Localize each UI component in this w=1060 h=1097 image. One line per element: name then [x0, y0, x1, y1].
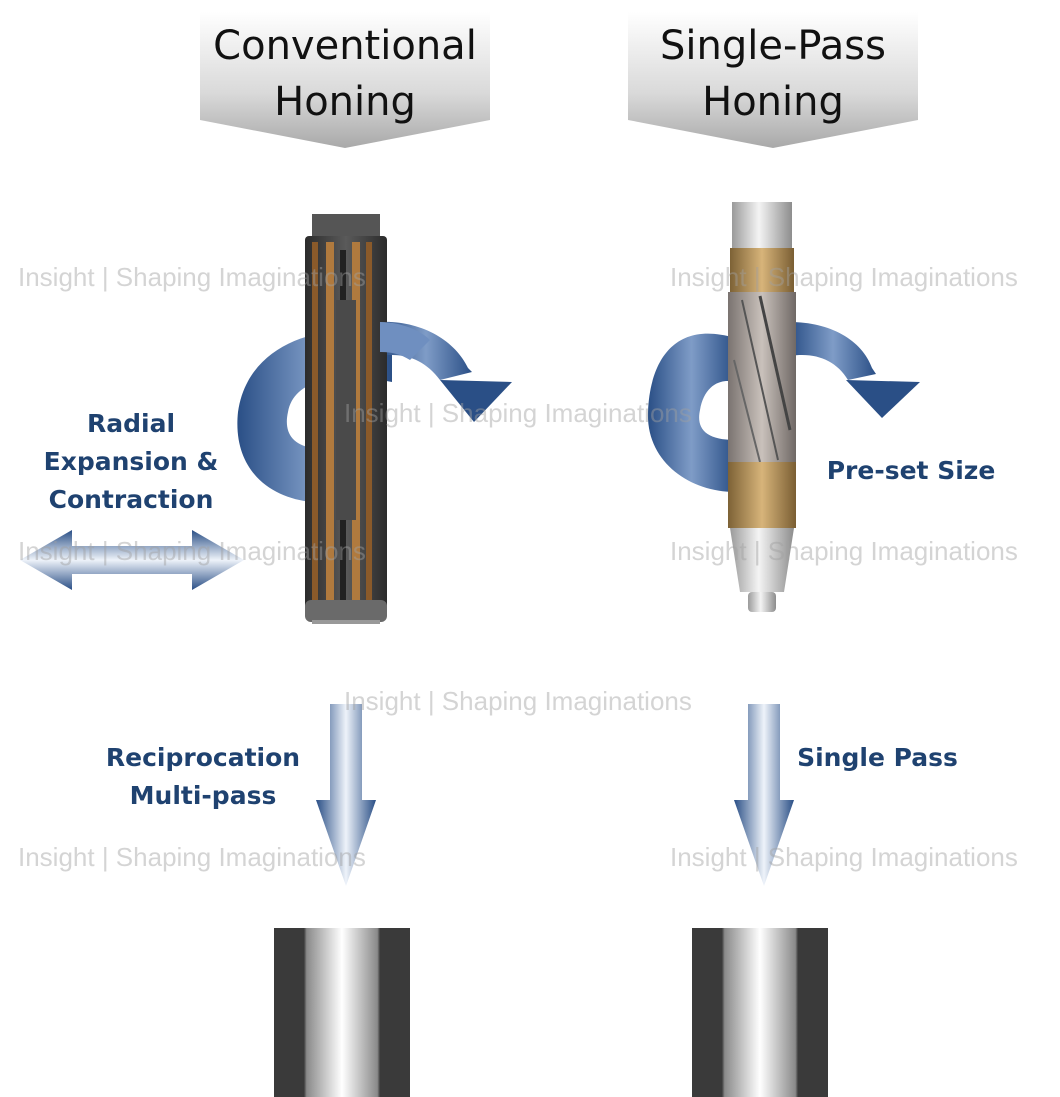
- bore-left: [274, 928, 410, 1097]
- reciprocation-down-arrow: [316, 704, 376, 886]
- single-pass-down-arrow: [734, 704, 794, 886]
- reciprocation-line2: Multi-pass: [129, 781, 277, 810]
- radial-line3: Contraction: [48, 485, 214, 514]
- radial-expansion-label: Radial Expansion & Contraction: [20, 405, 242, 519]
- title-right-line1: Single-Pass: [660, 23, 886, 69]
- title-conventional-honing: Conventional Honing: [200, 18, 490, 130]
- reciprocation-label: Reciprocation Multi-pass: [98, 739, 308, 815]
- rotation-arrow-left-front: [380, 322, 430, 360]
- single-pass-label: Single Pass: [790, 739, 965, 777]
- rotation-arrow-right: [647, 322, 920, 492]
- single-pass-text: Single Pass: [797, 743, 958, 772]
- bore-right: [692, 928, 828, 1097]
- banner-right: [628, 12, 918, 148]
- radial-line2: Expansion &: [43, 447, 219, 476]
- title-single-pass-honing: Single-Pass Honing: [628, 18, 918, 130]
- reciprocation-line1: Reciprocation: [105, 743, 301, 772]
- preset-size-text: Pre-set Size: [826, 456, 996, 485]
- title-right-line2: Honing: [702, 79, 844, 125]
- radial-double-arrow: [20, 530, 244, 590]
- title-left-line1: Conventional: [213, 23, 477, 69]
- preset-size-label: Pre-set Size: [818, 452, 1004, 490]
- radial-line1: Radial: [86, 409, 176, 438]
- single-pass-hone-tool: [728, 202, 796, 612]
- conventional-hone-tool: [305, 214, 387, 624]
- title-left-line2: Honing: [274, 79, 416, 125]
- banner-left: [200, 12, 490, 148]
